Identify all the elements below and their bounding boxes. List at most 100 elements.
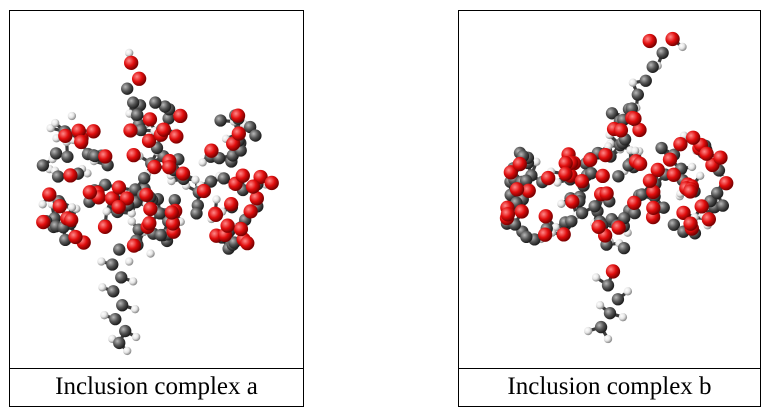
oxygen-atom — [719, 176, 734, 191]
hydrogen-atom — [696, 171, 705, 180]
oxygen-atom — [36, 214, 51, 230]
oxygen-atom — [583, 152, 598, 168]
carbon-atom — [656, 46, 669, 60]
oxygen-atom — [63, 168, 78, 183]
hydrogen-atom — [687, 162, 697, 172]
hydrogen-atom — [98, 283, 107, 292]
oxygen-atom — [701, 212, 716, 227]
hydrogen-atom — [131, 332, 141, 342]
carbon-atom — [631, 88, 644, 101]
oxygen-atom — [666, 167, 681, 182]
oxygen-atom — [196, 183, 212, 199]
carbon-atom — [190, 207, 203, 220]
hydrogen-atom — [51, 118, 60, 128]
oxygen-atom — [509, 182, 525, 197]
carbon-atom — [162, 112, 175, 125]
oxygen-atom — [541, 170, 556, 186]
carbon-atom — [51, 170, 65, 183]
carbon-atom — [667, 218, 681, 231]
oxygen-atom — [685, 130, 701, 145]
oxygen-atom — [642, 33, 657, 49]
hydrogen-atom — [532, 157, 541, 166]
carbon-atom — [106, 258, 119, 271]
hydrogen-atom — [146, 249, 155, 258]
carbon-atom — [113, 336, 126, 350]
hydrogen-atom — [123, 346, 132, 356]
oxygen-atom — [558, 166, 573, 182]
oxygen-atom — [131, 71, 147, 86]
oxygen-atom — [111, 180, 127, 195]
carbon-atom — [36, 159, 50, 172]
hydrogen-atom — [38, 200, 47, 209]
carbon-atom — [575, 206, 589, 220]
carbon-atom — [204, 175, 218, 188]
oxygen-atom — [126, 238, 142, 253]
oxygen-atom — [98, 149, 113, 164]
oxygen-atom — [224, 197, 239, 212]
oxygen-atom — [253, 169, 268, 185]
carbon-atom — [88, 149, 102, 163]
oxygen-atom — [204, 143, 219, 158]
carbon-atom — [603, 307, 617, 320]
oxygen-atom — [683, 216, 698, 231]
carbon-atom — [168, 193, 181, 207]
carbon-atom — [217, 172, 230, 185]
oxygen-atom — [556, 227, 571, 242]
caption-b: Inclusion complex b — [459, 368, 760, 406]
oxygen-atom — [665, 31, 680, 47]
carbon-atom — [646, 60, 659, 73]
oxygen-atom — [599, 186, 614, 201]
hydrogen-atom — [198, 158, 207, 167]
panel-inclusion-complex-a: Inclusion complex a — [9, 10, 304, 407]
carbon-atom — [601, 279, 615, 292]
carbon-atom — [113, 243, 126, 256]
carbon-atom — [154, 228, 167, 242]
carbon-atom — [107, 285, 120, 298]
oxygen-atom — [699, 146, 714, 161]
oxygen-atom — [591, 219, 606, 235]
oxygen-atom — [52, 199, 67, 214]
oxygen-atom — [141, 133, 157, 148]
carbon-atom — [61, 150, 74, 163]
oxygen-atom — [139, 187, 154, 202]
hydrogen-atom — [591, 273, 601, 282]
carbon-atom — [617, 241, 631, 255]
oxygen-atom — [42, 187, 57, 202]
oxygen-atom — [245, 179, 261, 194]
oxygen-atom — [538, 209, 553, 224]
oxygen-atom — [611, 220, 626, 235]
oxygen-atom — [156, 122, 172, 137]
atoms — [499, 31, 734, 344]
oxygen-atom — [123, 123, 138, 138]
oxygen-atom — [68, 229, 83, 245]
oxygen-atom — [632, 122, 647, 138]
hydrogen-atom — [212, 195, 221, 204]
oxygen-atom — [164, 205, 179, 220]
carbon-atom — [657, 201, 670, 214]
oxygen-atom — [230, 108, 246, 123]
oxygen-atom — [64, 212, 79, 228]
hydrogen-atom — [678, 42, 687, 52]
oxygen-atom — [58, 128, 73, 144]
carbon-atom — [158, 100, 172, 113]
hydrogen-atom — [553, 178, 562, 187]
oxygen-atom — [673, 137, 688, 152]
molecule-image-b — [499, 31, 734, 344]
carbon-atom — [655, 141, 668, 155]
hydrogen-atom — [557, 199, 566, 208]
oxygen-atom — [86, 124, 101, 139]
hydrogen-atom — [125, 48, 134, 58]
hydrogen-atom — [628, 78, 638, 87]
oxygen-atom — [521, 183, 536, 198]
hydrogen-atom — [191, 175, 200, 184]
hydrogen-atom — [102, 207, 111, 216]
carbon-atom — [127, 96, 140, 109]
oxygen-atom — [147, 159, 162, 175]
atoms — [36, 48, 279, 356]
oxygen-atom — [613, 123, 629, 138]
oxygen-atom — [683, 184, 698, 199]
carbon-atom — [116, 299, 129, 312]
oxygen-atom — [142, 216, 157, 231]
carbon-atom — [214, 114, 227, 127]
oxygen-atom — [97, 219, 113, 234]
